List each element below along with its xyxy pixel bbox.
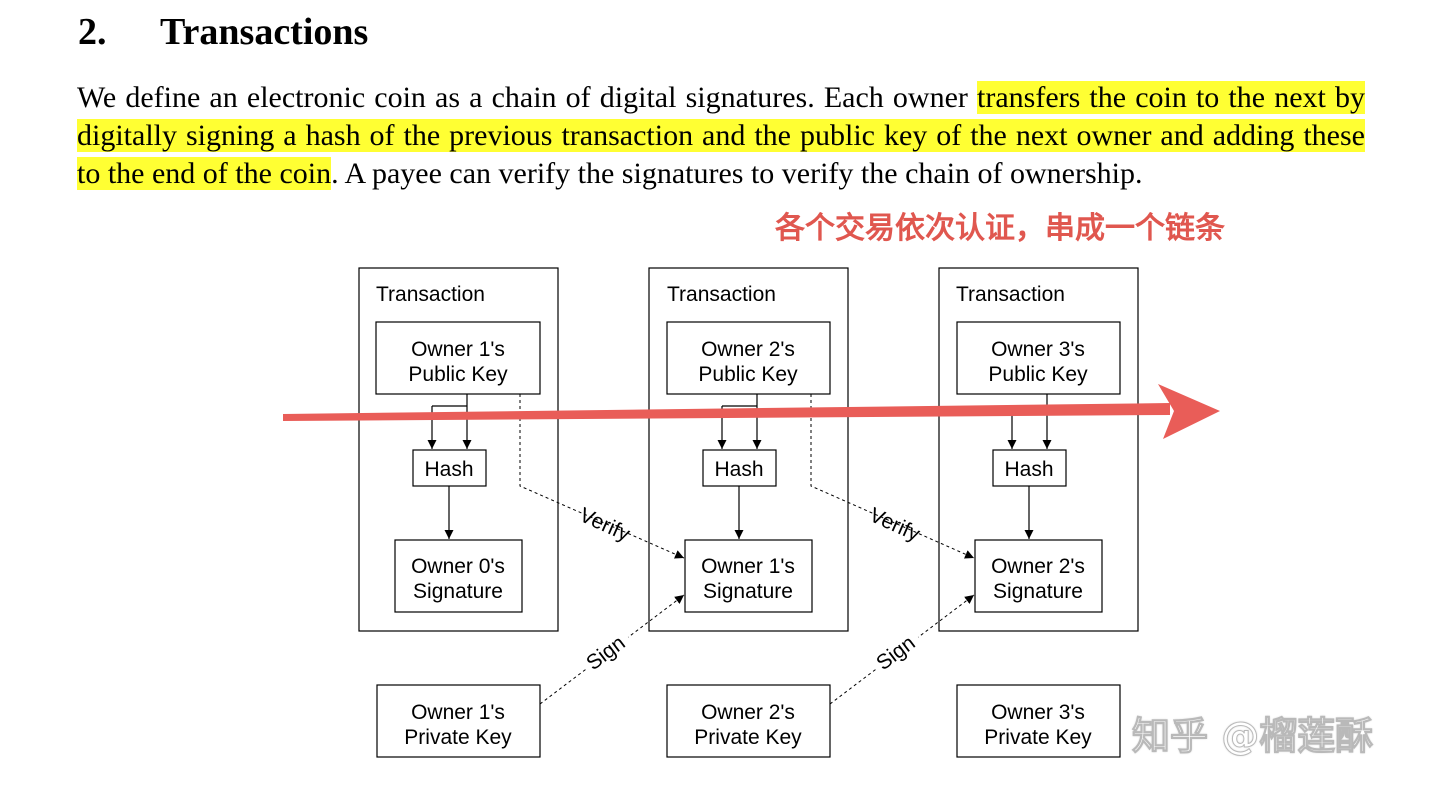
public-key-box: Owner 1's Public Key [375, 321, 541, 395]
signature-box: Owner 1's Signature [684, 539, 813, 613]
signature-owner: Owner 1's [701, 555, 795, 578]
private-key-owner: Owner 1's [411, 701, 505, 724]
signature-box: Owner 0's Signature [394, 539, 523, 613]
section-heading: 2. Transactions [78, 10, 368, 54]
watermark: 知乎 @榴莲酥 [1131, 714, 1374, 759]
hash-box: Hash [412, 449, 487, 487]
transaction-box [648, 267, 849, 632]
signature-label: Signature [993, 580, 1083, 603]
verify-arrow-1 [519, 394, 685, 559]
public-key-box: Owner 3's Public Key [956, 321, 1121, 395]
transaction-title: Transaction [667, 283, 776, 306]
hash-box: Hash [702, 449, 777, 487]
private-key-box-1: Owner 1's Private Key [376, 684, 541, 758]
verify-label-1: Verify [576, 504, 634, 547]
chain-arrow-annotation [283, 384, 1220, 439]
transaction-title: Transaction [376, 283, 485, 306]
private-key-box-3: Owner 3's Private Key [956, 684, 1121, 758]
private-key-box-2: Owner 2's Private Key [666, 684, 831, 758]
signature-label: Signature [703, 580, 793, 603]
transaction-1: Transaction Owner 1's Public Key Hash Ow… [358, 267, 559, 632]
hash-input-arrows [427, 394, 472, 449]
verify-arrow-2 [810, 394, 975, 559]
hash-input-arrows [717, 394, 762, 449]
private-key-owner: Owner 2's [701, 701, 795, 724]
transaction-box [938, 267, 1139, 632]
public-key-label: Public Key [408, 363, 508, 386]
private-key-owner: Owner 3's [991, 701, 1085, 724]
public-key-label: Public Key [988, 363, 1088, 386]
signature-owner: Owner 2's [991, 555, 1085, 578]
public-key-owner: Owner 3's [991, 338, 1085, 361]
private-key-label: Private Key [984, 726, 1092, 749]
transaction-3: Transaction Owner 3's Public Key Hash Ow… [938, 267, 1139, 632]
public-key-owner: Owner 1's [411, 338, 505, 361]
private-key-label: Private Key [694, 726, 802, 749]
paragraph-text-end: . A payee can verify the signatures to v… [331, 157, 1143, 190]
signature-box: Owner 2's Signature [974, 539, 1103, 613]
transaction-box [358, 267, 559, 632]
body-paragraph: We define an electronic coin as a chain … [77, 79, 1365, 193]
transaction-title: Transaction [956, 283, 1065, 306]
transaction-2: Transaction Owner 2's Public Key Hash Ow… [648, 267, 849, 632]
paragraph-text-start: We define an electronic coin as a chain … [77, 81, 978, 114]
chinese-annotation: 各个交易依次认证，串成一个链条 [775, 211, 1225, 246]
public-key-owner: Owner 2's [701, 338, 795, 361]
verify-label-2: Verify [866, 504, 924, 547]
section-number: 2. [78, 11, 107, 53]
hash-label: Hash [714, 458, 763, 481]
signature-label: Signature [413, 580, 503, 603]
public-key-label: Public Key [698, 363, 798, 386]
private-key-label: Private Key [404, 726, 512, 749]
hash-label: Hash [424, 458, 473, 481]
hash-input-arrows [1007, 394, 1052, 449]
hash-box: Hash [992, 449, 1067, 487]
hash-label: Hash [1004, 458, 1053, 481]
signature-owner: Owner 0's [411, 555, 505, 578]
public-key-box: Owner 2's Public Key [666, 321, 831, 395]
section-title: Transactions [160, 11, 369, 53]
